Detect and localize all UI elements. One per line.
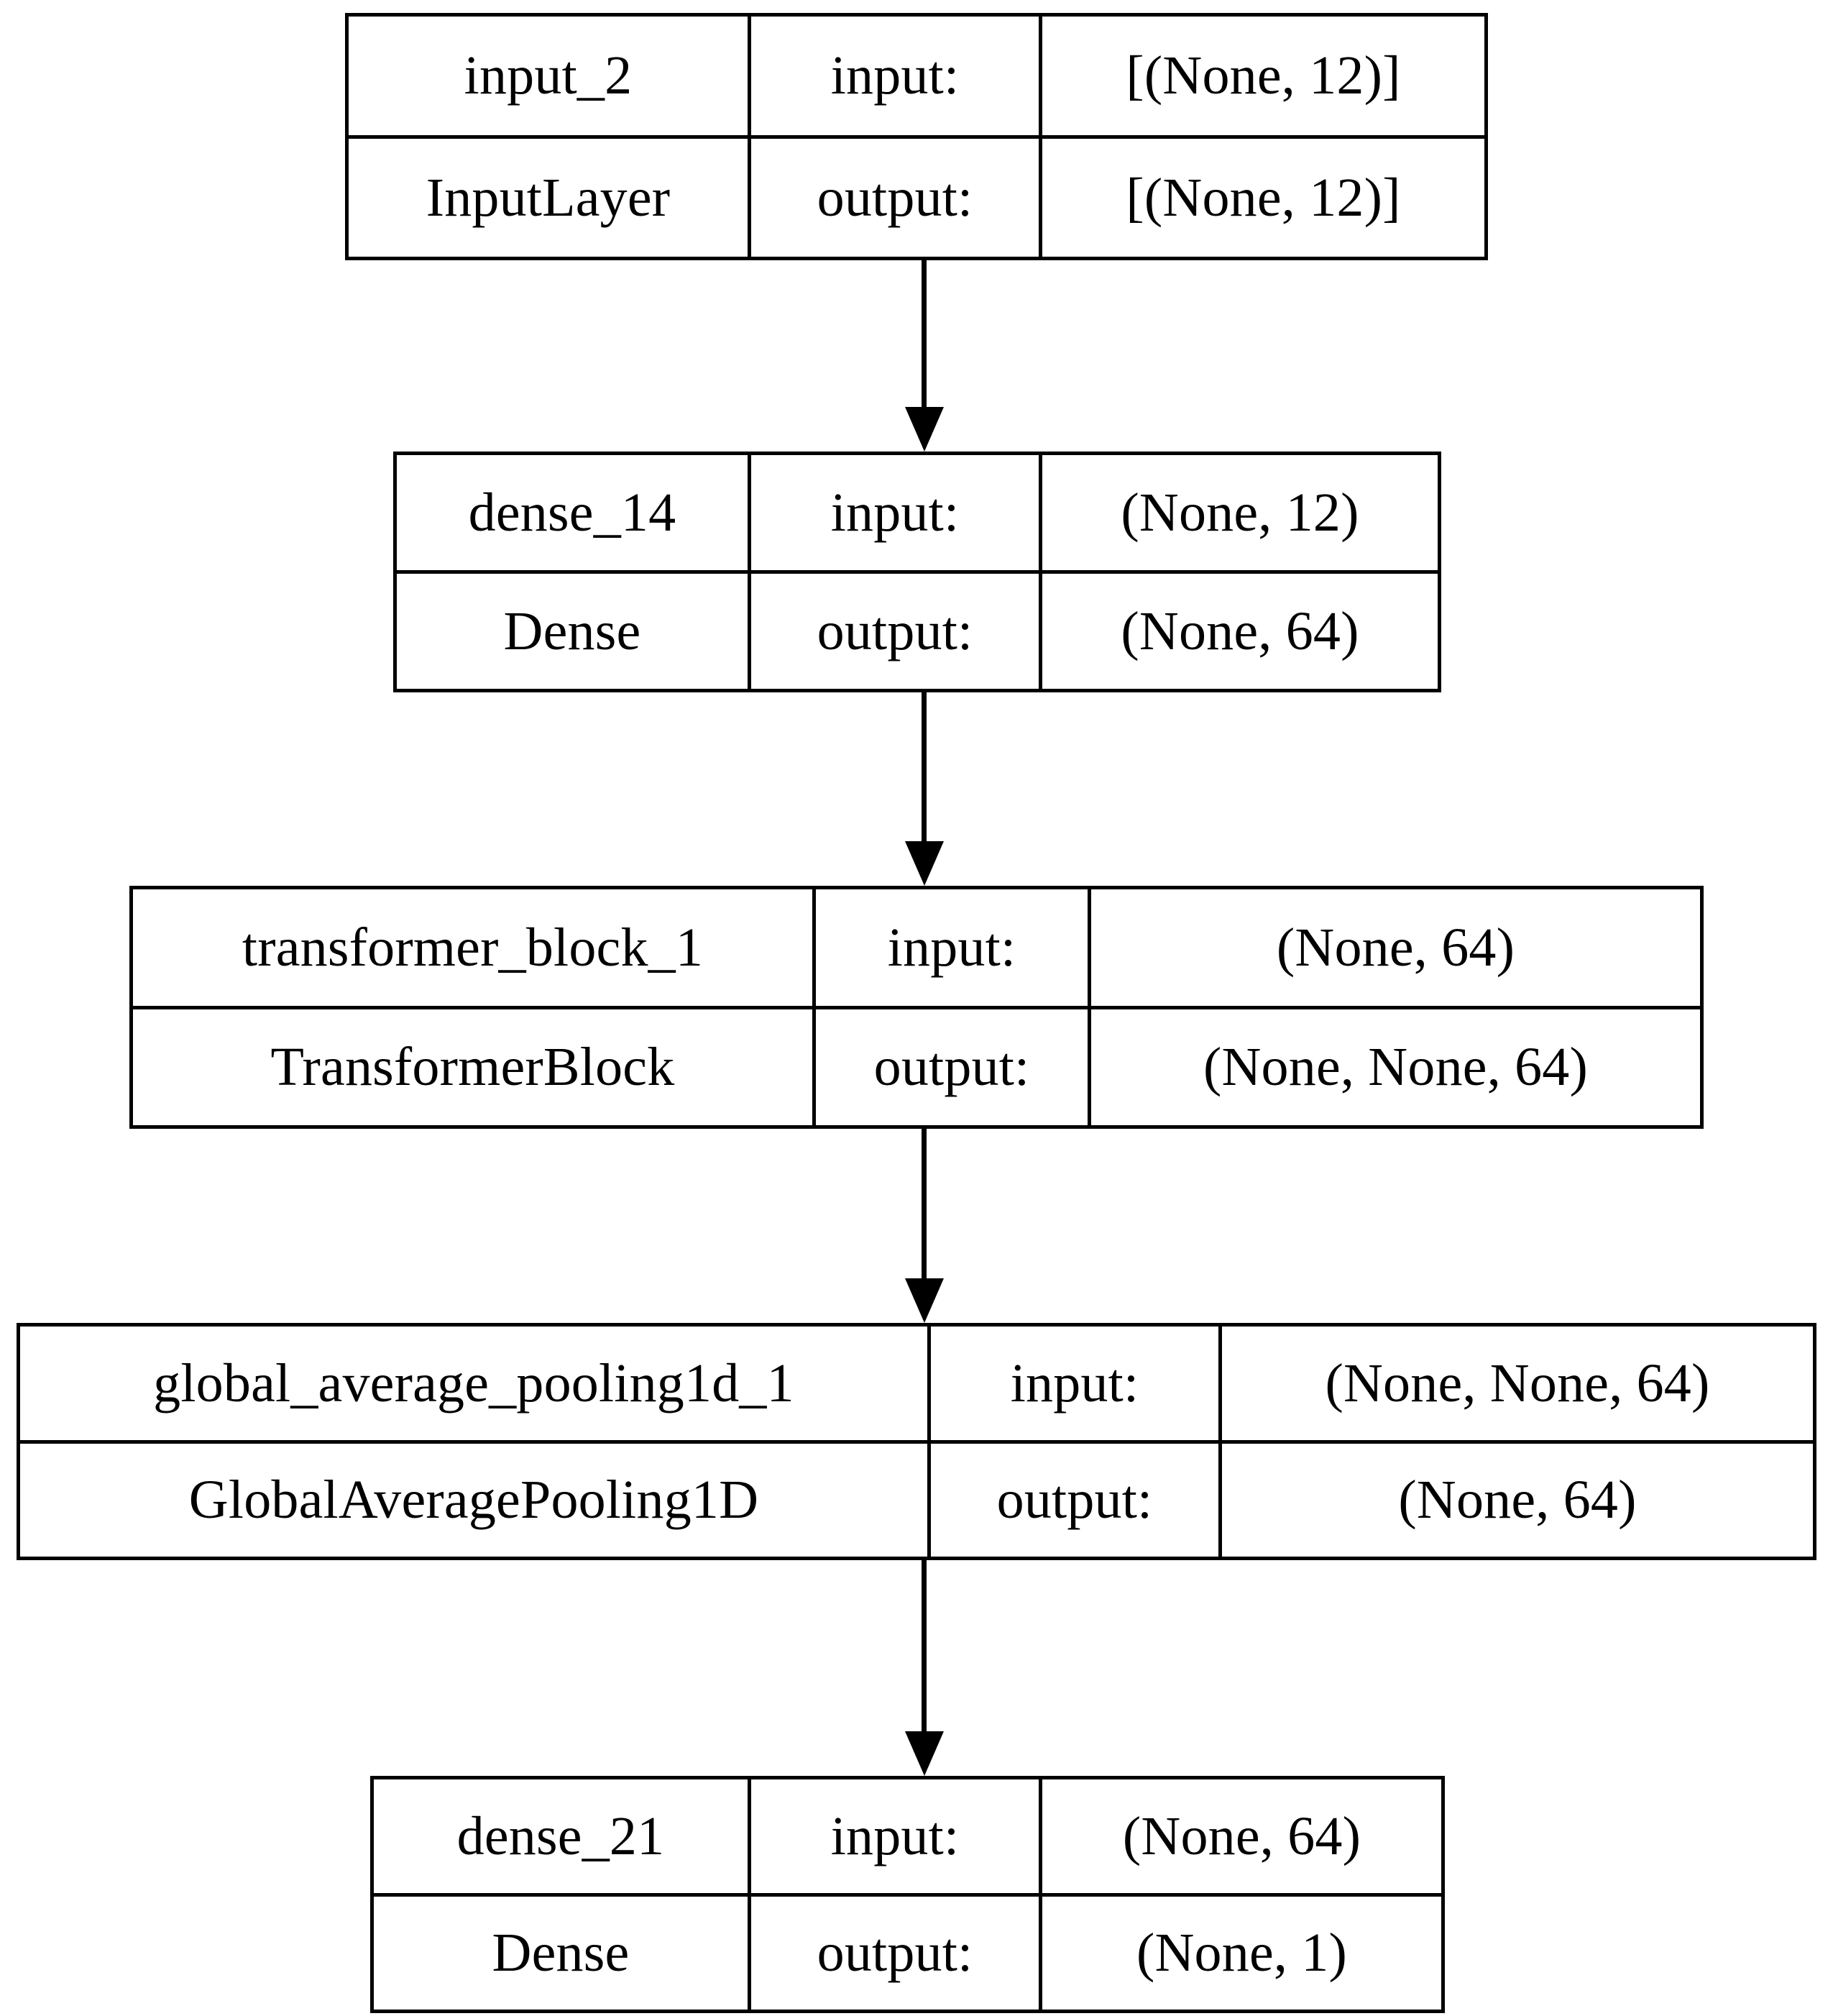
node-input-key: input: — [751, 17, 1042, 135]
node-input-key: input: — [751, 1779, 1042, 1893]
node-input-key: input: — [816, 889, 1091, 1006]
node-layer-type: InputLayer — [349, 138, 751, 257]
edge-arrowhead — [905, 1731, 944, 1776]
node-layer-name: dense_14 — [397, 455, 751, 570]
node-layer-name: transformer_block_1 — [133, 889, 816, 1006]
node-input-shape: [(None, 12)] — [1126, 45, 1401, 106]
node-row-output: GlobalAveragePooling1D output: (None, 64… — [20, 1443, 1813, 1557]
node-layer-type: TransformerBlock — [133, 1009, 816, 1125]
node-row-input: transformer_block_1 input: (None, 64) — [133, 889, 1700, 1009]
node-row-output: TransformerBlock output: (None, None, 64… — [133, 1009, 1700, 1125]
node-dense-14[interactable]: dense_14 input: (None, 12) Dense output:… — [393, 452, 1441, 692]
node-output-key: output: — [751, 1896, 1042, 2010]
node-output-shape: (None, 64) — [1121, 601, 1359, 661]
edge-line — [922, 1129, 927, 1278]
node-input-shape: (None, 12) — [1121, 482, 1359, 543]
edge-arrowhead — [905, 841, 944, 886]
node-input-shape: (None, 64) — [1122, 1805, 1361, 1866]
node-row-output: InputLayer output: [(None, 12)] — [349, 138, 1484, 257]
node-row-input: dense_21 input: (None, 64) — [374, 1779, 1441, 1897]
node-input-key: input: — [751, 455, 1042, 570]
node-output-shape: [(None, 12)] — [1126, 167, 1401, 228]
node-dense-21[interactable]: dense_21 input: (None, 64) Dense output:… — [370, 1776, 1445, 2013]
node-row-input: dense_14 input: (None, 12) — [397, 455, 1438, 574]
edge-line — [922, 260, 927, 407]
node-layer-name: global_average_pooling1d_1 — [20, 1327, 931, 1440]
node-input-shape: (None, None, 64) — [1325, 1352, 1710, 1414]
node-output-key: output: — [751, 138, 1042, 257]
node-transformer-block-1[interactable]: transformer_block_1 input: (None, 64) Tr… — [129, 886, 1704, 1129]
node-layer-name: dense_21 — [374, 1779, 751, 1893]
edge-arrowhead — [905, 407, 944, 452]
edge-transformer-block-1-to-global-average-pooling1d-1 — [905, 1129, 944, 1323]
node-global-average-pooling1d-1[interactable]: global_average_pooling1d_1 input: (None,… — [17, 1323, 1816, 1560]
node-layer-name: input_2 — [349, 17, 751, 135]
node-input-key: input: — [931, 1327, 1222, 1440]
edge-dense-14-to-transformer-block-1 — [905, 692, 944, 886]
node-layer-type: GlobalAveragePooling1D — [20, 1443, 931, 1557]
node-row-output: Dense output: (None, 1) — [374, 1896, 1441, 2010]
edge-arrowhead — [905, 1278, 944, 1323]
edge-global-average-pooling1d-1-to-dense-21 — [905, 1560, 944, 1776]
node-input-2[interactable]: input_2 input: [(None, 12)] InputLayer o… — [345, 13, 1488, 260]
node-layer-type: Dense — [397, 574, 751, 689]
node-input-shape: (None, 64) — [1276, 917, 1515, 978]
edge-line — [922, 1560, 927, 1731]
node-output-key: output: — [931, 1443, 1222, 1557]
node-output-shape: (None, None, 64) — [1203, 1037, 1589, 1098]
node-output-shape: (None, 64) — [1398, 1470, 1637, 1531]
node-layer-type: Dense — [374, 1896, 751, 2010]
node-row-input: input_2 input: [(None, 12)] — [349, 17, 1484, 139]
edge-input-2-to-dense-14 — [905, 260, 944, 452]
node-row-output: Dense output: (None, 64) — [397, 574, 1438, 689]
node-output-key: output: — [751, 574, 1042, 689]
node-output-key: output: — [816, 1009, 1091, 1125]
node-row-input: global_average_pooling1d_1 input: (None,… — [20, 1327, 1813, 1444]
edge-line — [922, 692, 927, 841]
node-output-shape: (None, 1) — [1136, 1923, 1348, 1984]
